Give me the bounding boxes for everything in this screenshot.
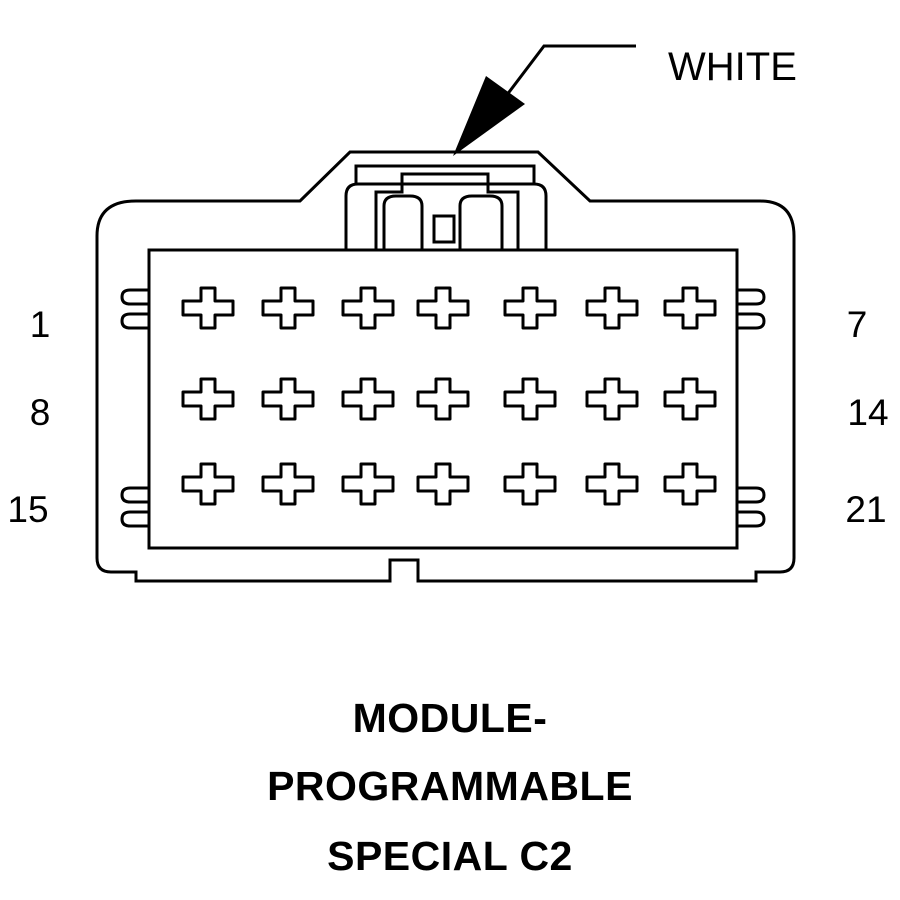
terminal-cavity-18 — [416, 462, 470, 506]
pin-label-15: 15 — [7, 489, 48, 530]
side-key-bottom-right — [736, 486, 766, 528]
latch-inner — [374, 172, 520, 250]
terminal-cavity-12 — [503, 377, 557, 421]
arrow-icon — [453, 76, 525, 156]
terminal-cavity-1 — [181, 286, 235, 330]
caption-line-1: MODULE- — [352, 695, 548, 741]
callout-arrow — [453, 44, 636, 156]
terminal-cavity-21 — [663, 462, 717, 506]
terminal-cavity-19 — [503, 462, 557, 506]
terminal-cavity-14 — [663, 377, 717, 421]
side-key-top-right — [736, 288, 766, 330]
callout-label: WHITE — [668, 45, 797, 89]
terminal-cavity-2 — [261, 286, 315, 330]
terminal-cavity-10 — [341, 377, 395, 421]
pin-label-7: 7 — [847, 304, 868, 345]
latch-rim — [354, 164, 536, 184]
terminal-cavity-17 — [341, 462, 395, 506]
pin-label-8: 8 — [30, 392, 51, 433]
pin-label-14: 14 — [847, 392, 888, 433]
connector-housing — [95, 150, 796, 583]
terminal-cavity-5 — [503, 286, 557, 330]
latch-window — [432, 214, 456, 244]
terminal-cavity-8 — [181, 377, 235, 421]
terminal-cavity-6 — [585, 286, 639, 330]
terminal-grid — [181, 286, 717, 506]
terminal-cavity-15 — [181, 462, 235, 506]
side-key-bottom-left — [120, 486, 150, 528]
locking-latch — [344, 164, 548, 250]
latch-outer — [344, 182, 548, 250]
terminal-face — [147, 248, 739, 550]
side-key-top-left — [120, 288, 150, 330]
caption-line-3: SPECIAL C2 — [327, 833, 573, 879]
terminal-cavity-13 — [585, 377, 639, 421]
terminal-cavity-3 — [341, 286, 395, 330]
terminal-cavity-11 — [416, 377, 470, 421]
terminal-cavity-20 — [585, 462, 639, 506]
terminal-cavity-9 — [261, 377, 315, 421]
latch-left-finger — [382, 194, 424, 250]
terminal-cavity-16 — [261, 462, 315, 506]
latch-right-finger — [458, 194, 504, 250]
pin-label-1: 1 — [30, 304, 51, 345]
caption-line-2: PROGRAMMABLE — [267, 763, 633, 809]
terminal-cavity-4 — [416, 286, 470, 330]
leader-line — [495, 44, 636, 109]
terminal-cavity-7 — [663, 286, 717, 330]
pin-label-21: 21 — [845, 489, 886, 530]
side-keys — [120, 288, 766, 528]
